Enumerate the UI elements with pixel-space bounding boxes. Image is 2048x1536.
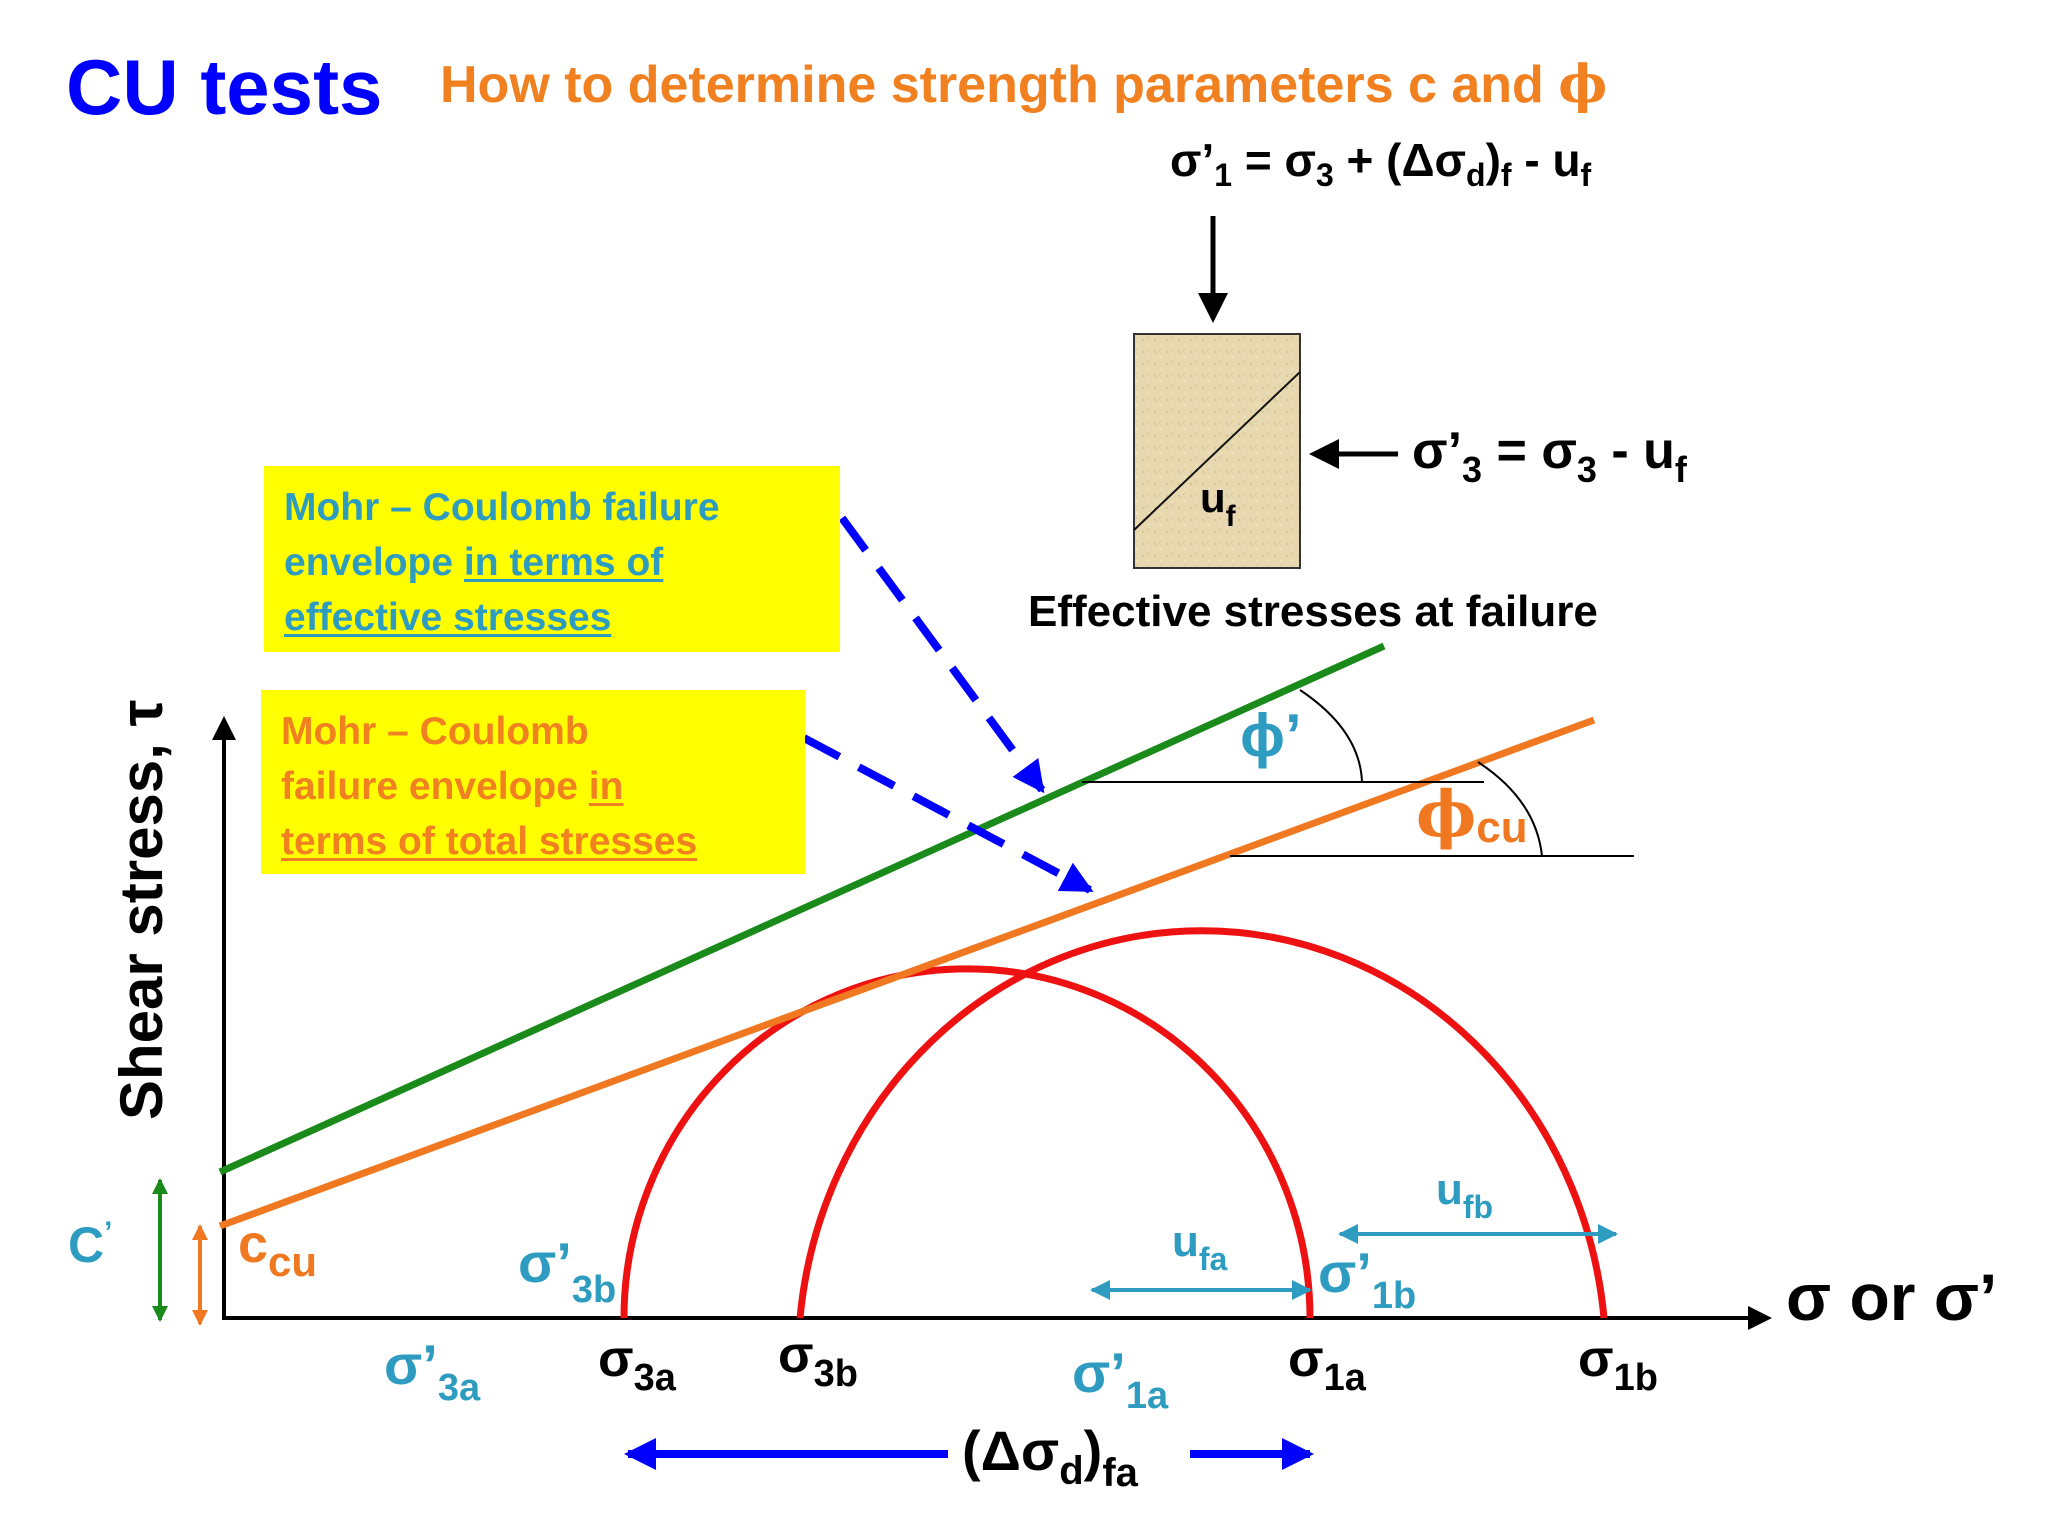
page-title: CU tests — [66, 43, 383, 131]
deviator-stress-label: (Δσd)fa — [962, 1419, 1139, 1495]
total-envelope-callout: Mohr – Coulomb failure envelope in terms… — [261, 690, 805, 874]
mohr-circle-a — [620, 965, 1314, 1319]
phi-eff-arc — [1299, 689, 1363, 783]
sigma-1b-label: σ1b — [1578, 1330, 1658, 1399]
phi-eff-label: ϕ’ — [1240, 702, 1302, 769]
callout-total-line1: Mohr – Coulomb — [281, 710, 589, 753]
sigma3-formula: σ’3 = σ3 - uf — [1412, 422, 1688, 490]
effective-stress-envelope — [218, 642, 1386, 1176]
subtitle-text: How to determine strength parameters c a… — [440, 56, 1559, 114]
ufa-label: ufa — [1172, 1217, 1228, 1277]
sigma-eff-3b-label: σ’3b — [518, 1231, 616, 1311]
specimen-caption: Effective stresses at failure — [1028, 587, 1598, 636]
callout-effective-line1: Mohr – Coulomb failure — [284, 486, 720, 529]
sigma-eff-1a-label: σ’1a — [1072, 1341, 1169, 1417]
pointer-to-total-envelope — [802, 734, 1094, 894]
callout-total-line3: terms of total stresses — [281, 820, 698, 863]
phi-cu-arc — [1477, 761, 1543, 857]
failure-plane — [1133, 371, 1301, 531]
page-subtitle: How to determine strength parameters c a… — [440, 54, 1607, 115]
sigma-eff-1b-label: σ’1b — [1318, 1241, 1416, 1317]
sigma-1a-label: σ1a — [1288, 1330, 1367, 1399]
x-axis-label: σ or σ’ — [1786, 1260, 1997, 1334]
callout-total-line2: failure envelope in — [281, 765, 624, 808]
subtitle-phi: ϕ — [1558, 54, 1608, 115]
sigma-3b-label: σ3b — [778, 1326, 858, 1395]
mohr-circle-b — [796, 927, 1608, 1319]
ufb-label: ufb — [1436, 1165, 1493, 1225]
sigma-eff-3a-label: σ’3a — [384, 1333, 481, 1409]
sigma1-formula: σ’1 = σ3 + (Δσd)f - uf — [1170, 134, 1592, 193]
c-cu-label: ccu — [238, 1214, 317, 1285]
callout-effective-line2: envelope in terms of — [284, 541, 664, 584]
c-eff-label: C’ — [68, 1216, 112, 1273]
pore-pressure-label: uf — [1200, 474, 1237, 533]
sigma-3a-label: σ3a — [598, 1330, 677, 1399]
y-axis-label: Shear stress, τ — [108, 700, 175, 1120]
effective-envelope-callout: Mohr – Coulomb failure envelope in terms… — [264, 466, 840, 652]
pointer-to-effective-envelope — [838, 515, 1046, 794]
phi-cu-label: ϕcu — [1416, 777, 1528, 852]
total-stress-envelope — [218, 716, 1596, 1230]
callout-effective-line3: effective stresses — [284, 596, 612, 639]
